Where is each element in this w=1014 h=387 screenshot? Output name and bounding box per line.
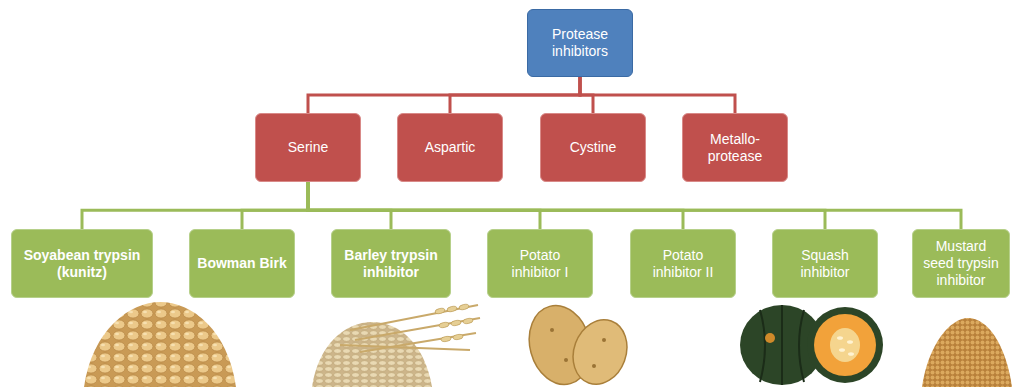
box-label: Metallo-protease (689, 131, 781, 165)
inhibitor-box: Mustard seed trypsin inhibitor (912, 229, 1010, 298)
class-box: Aspartic (397, 113, 503, 182)
inhibitor-box: Soyabean trypsin (kunitz) (11, 229, 153, 298)
box-label: Mustard seed trypsin inhibitor (919, 238, 1003, 288)
inhibitor-box: Potato inhibitor I (487, 229, 593, 298)
box-label: Protease inhibitors (534, 26, 626, 60)
barley-illustration (312, 304, 480, 387)
box-label: Potato inhibitor II (637, 247, 729, 281)
box-label: Serine (288, 139, 328, 156)
tree-connector (308, 182, 391, 229)
potato-illustration (521, 299, 636, 387)
box-label: Potato inhibitor I (494, 247, 586, 281)
class-box: Cystine (540, 113, 646, 182)
box-label: Aspartic (425, 139, 476, 156)
tree-connector (308, 182, 961, 229)
soybean-pile (84, 302, 236, 387)
mustard-seed-pile (922, 318, 1012, 387)
tree-connector (580, 77, 735, 113)
box-label: Barley trypsin inhibitor (338, 247, 444, 281)
inhibitor-box: Potato inhibitor II (630, 229, 736, 298)
tree-connector (308, 182, 825, 229)
inhibitor-box: Barley trypsin inhibitor (331, 229, 451, 298)
tree-connector (308, 77, 580, 113)
tree-connector (450, 77, 580, 113)
tree-connector (308, 182, 540, 229)
class-box: Metallo-protease (682, 113, 788, 182)
inhibitor-box: Squash inhibitor (772, 229, 878, 298)
root-box: Protease inhibitors (527, 9, 633, 77)
box-label: Squash inhibitor (779, 247, 871, 281)
box-label: Bowman Birk (197, 255, 286, 272)
box-label: Soyabean trypsin (kunitz) (18, 247, 146, 281)
tree-connector (308, 182, 683, 229)
inhibitor-box: Bowman Birk (189, 229, 295, 298)
tree-connector (82, 182, 308, 229)
squash-illustration (740, 305, 883, 385)
tree-connector (242, 182, 308, 229)
class-box: Serine (255, 113, 361, 182)
box-label: Cystine (570, 139, 617, 156)
